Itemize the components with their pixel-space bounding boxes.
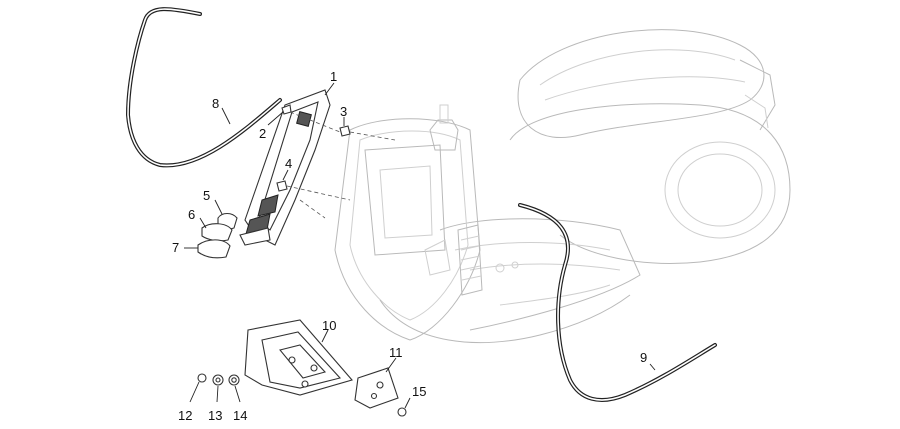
washer-part-13 — [212, 374, 224, 386]
screw-part-4 — [276, 180, 288, 192]
pad-part-7 — [197, 239, 231, 259]
callout-2: 2 — [259, 126, 266, 141]
callout-12: 12 — [178, 408, 192, 423]
edge-strip-lower — [518, 203, 717, 402]
callout-4: 4 — [285, 156, 292, 171]
callout-1: 1 — [330, 69, 337, 84]
callout-13: 13 — [208, 408, 222, 423]
edge-strip-upper — [125, 7, 282, 168]
scooter-body-outline — [334, 29, 791, 344]
callout-14: 14 — [233, 408, 247, 423]
small-bracket — [354, 367, 399, 409]
callout-6: 6 — [188, 207, 195, 222]
callout-3: 3 — [340, 104, 347, 119]
callout-5: 5 — [203, 188, 210, 203]
callout-9: 9 — [640, 350, 647, 365]
clip-part-2 — [281, 104, 292, 115]
screw-part-3 — [339, 125, 351, 137]
horn-grille — [457, 224, 483, 296]
assembly-lines — [286, 111, 396, 219]
callout-11: 11 — [389, 345, 403, 360]
callout-10: 10 — [322, 318, 336, 333]
bracket-plate — [244, 319, 353, 396]
leader-lines — [184, 82, 656, 409]
callout-labels: 1 2 3 4 5 6 7 8 9 10 11 12 13 14 15 — [172, 69, 647, 423]
washer-part-14 — [228, 374, 240, 386]
callout-7: 7 — [172, 240, 179, 255]
callout-8: 8 — [212, 96, 219, 111]
nut-part-12 — [197, 373, 207, 383]
pad-part-6 — [201, 223, 233, 242]
callout-15: 15 — [412, 384, 426, 399]
nut-part-15 — [397, 407, 407, 417]
leg-shield-trim — [239, 89, 331, 246]
